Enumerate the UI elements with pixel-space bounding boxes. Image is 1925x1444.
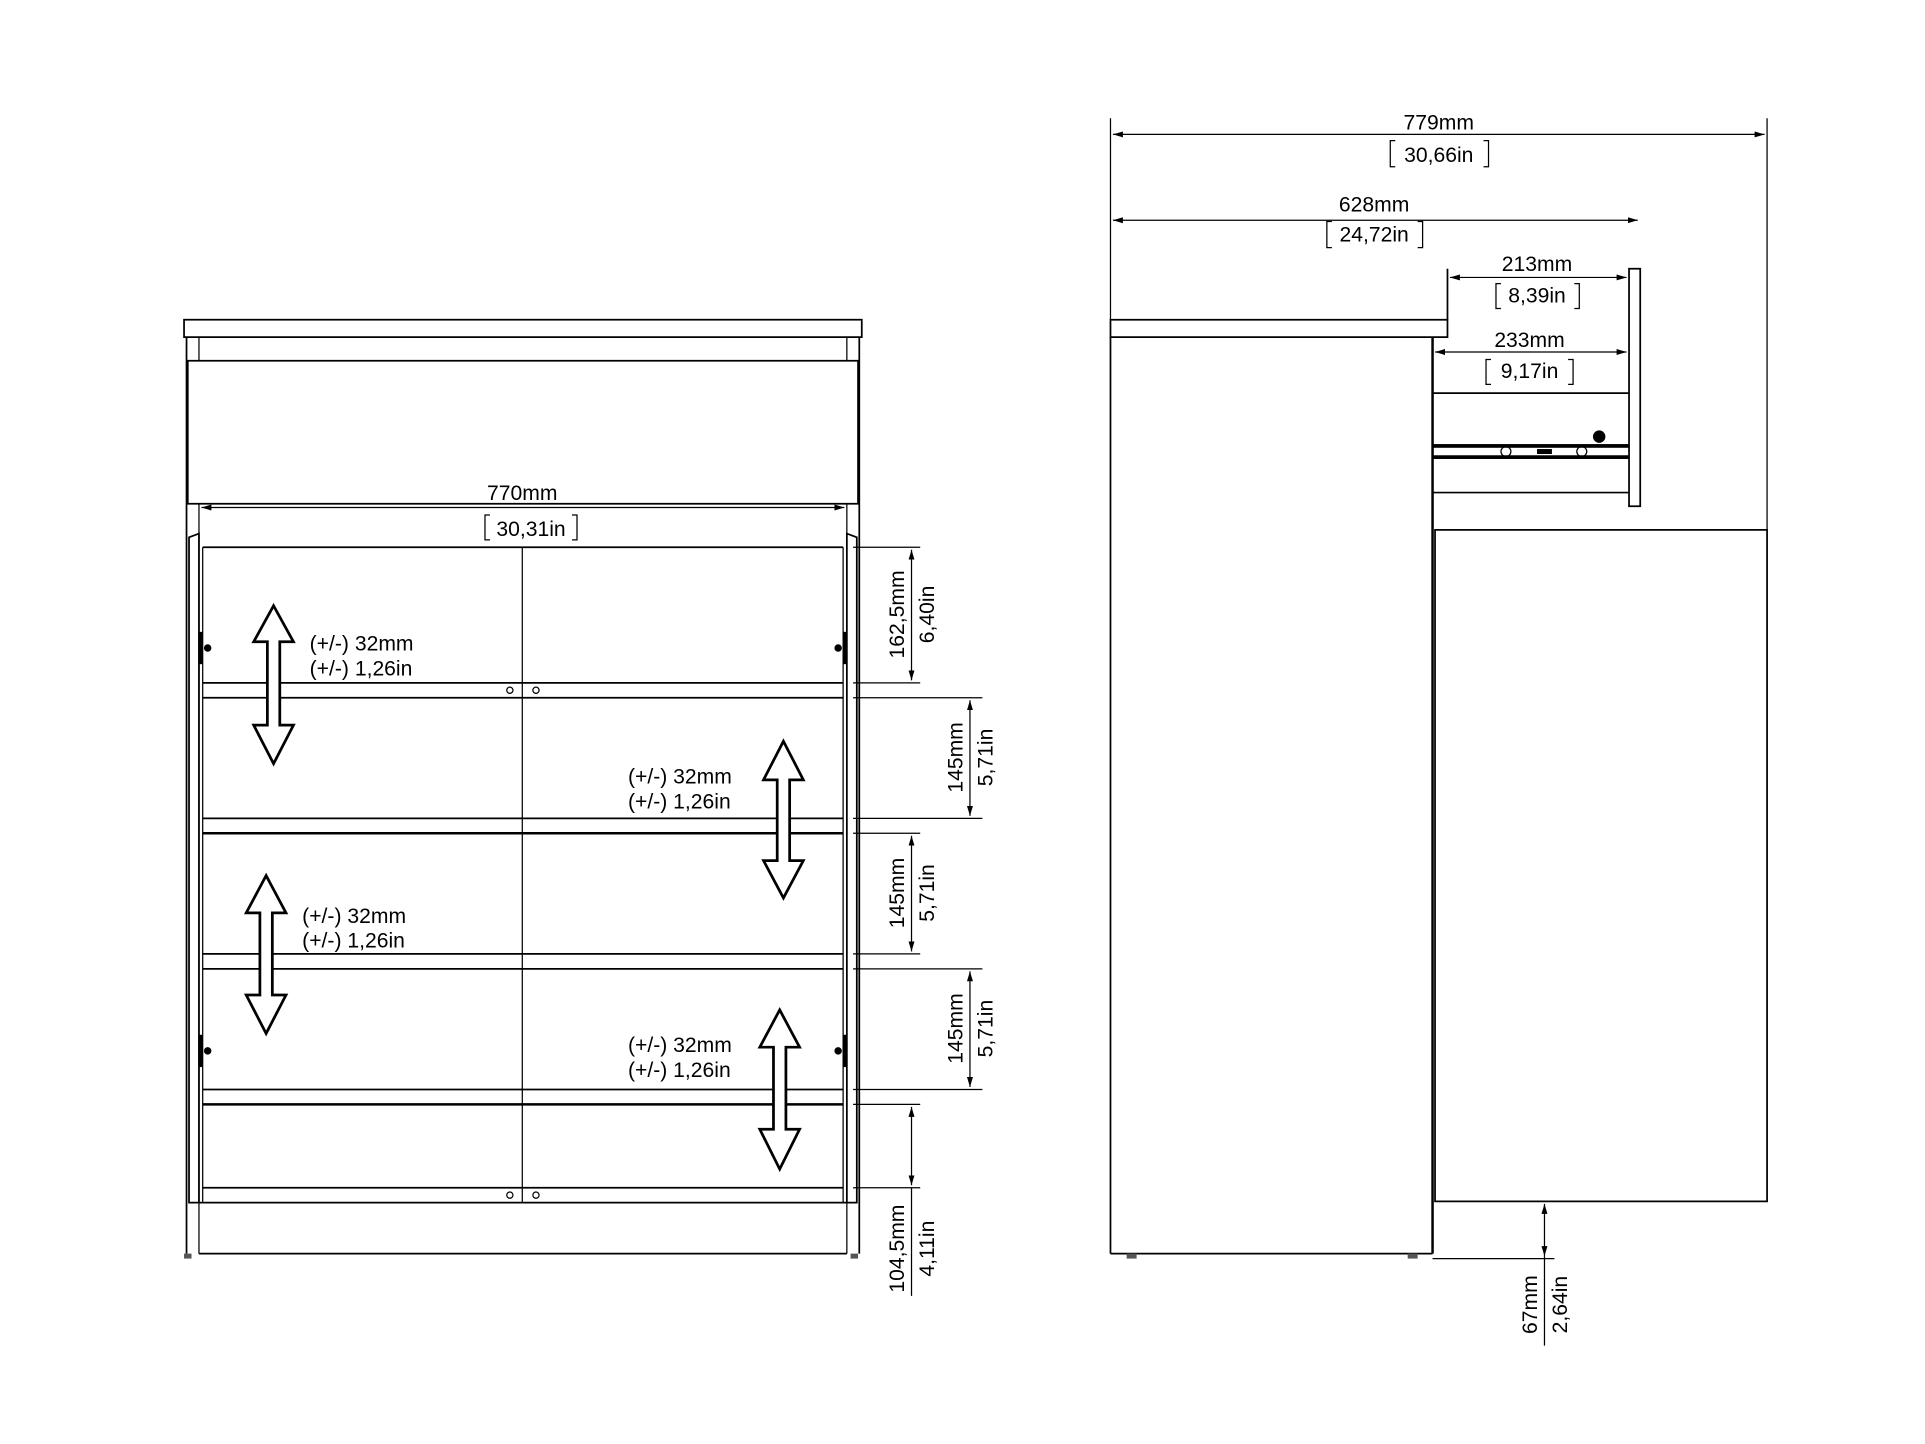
screw-icon: [1592, 430, 1606, 443]
drawer-front: [186, 359, 859, 505]
drawer-ext-in: 9,17in: [1501, 360, 1559, 383]
dim-in: 5,71in: [916, 864, 939, 922]
hinge-icon: [198, 631, 212, 665]
adjust-label-in: (+/-) 1,26in: [310, 657, 413, 680]
dim-mm: 145mm: [945, 722, 968, 792]
side-view: 779mm 30,66in 628mm 24,72in 213mm 8,39in…: [1109, 111, 1768, 1346]
pin-hole: [506, 686, 514, 695]
dim-mm: 162,5mm: [886, 570, 909, 658]
top-depth-in: 24,72in: [1339, 223, 1408, 246]
top-depth-mm: 628mm: [1339, 194, 1409, 217]
dim-in: 5,71in: [974, 729, 997, 787]
dim-mm: 145mm: [945, 993, 968, 1063]
pin-hole: [506, 1191, 514, 1199]
foot: [1126, 1253, 1137, 1259]
drawer-ext-mm: 233mm: [1494, 329, 1564, 352]
door-gap-in: 2,64in: [1549, 1276, 1572, 1334]
drawer-front-side: [1628, 267, 1642, 508]
adjust-label-in: (+/-) 1,26in: [628, 790, 731, 813]
shelf: [202, 1088, 844, 1106]
hinge-icon: [834, 631, 847, 665]
shelf: [202, 817, 844, 835]
double-arrow-icon: [243, 872, 289, 1037]
shelf: [202, 681, 844, 699]
door-gap-mm: 67mm: [1519, 1275, 1542, 1334]
left-door-edge: [188, 532, 200, 1204]
foot: [184, 1253, 192, 1259]
front-view: 770mm 30,31in (+/-) 32mm (+/-) 1,26in (+…: [183, 318, 997, 1296]
side-door: [1434, 529, 1768, 1203]
width-in: 30,31in: [496, 518, 565, 541]
foot: [850, 1253, 859, 1259]
side-top: [1109, 318, 1449, 338]
double-arrow-icon: [251, 602, 296, 767]
adjust-label-mm: (+/-) 32mm: [628, 1034, 732, 1057]
adjust-label-in: (+/-) 1,26in: [302, 930, 405, 953]
bottom-board: [198, 1186, 847, 1204]
dim-mm: 104,5mm: [886, 1205, 909, 1293]
adjust-label-mm: (+/-) 32mm: [628, 766, 732, 789]
width-mm: 770mm: [487, 482, 557, 505]
dim-in: 6,40in: [916, 586, 939, 644]
dim-in: 5,71in: [974, 1000, 997, 1058]
pin-hole: [532, 686, 540, 695]
hinge-icon: [198, 1034, 212, 1068]
total-depth-in: 30,66in: [1404, 144, 1473, 167]
height-dimension: 145mm 5,71in: [853, 697, 997, 819]
foot: [1407, 1253, 1418, 1259]
height-dimension: 145mm 5,71in: [853, 832, 939, 955]
adjust-label-mm: (+/-) 32mm: [310, 632, 414, 655]
adjust-label-in: (+/-) 1,26in: [628, 1059, 731, 1082]
height-dimension: 104,5mm 4,11in: [853, 1103, 939, 1296]
pin-hole: [532, 1191, 540, 1199]
shelf: [202, 953, 844, 970]
dim-mm: 145mm: [886, 858, 909, 928]
top-board: [183, 318, 863, 338]
right-door-edge: [845, 532, 858, 1204]
hinge-icon: [834, 1034, 847, 1068]
double-arrow-icon: [761, 738, 806, 901]
total-depth-mm: 779mm: [1404, 111, 1474, 134]
drawer-ext-top-in: 8,39in: [1508, 284, 1566, 307]
dim-in: 4,11in: [916, 1221, 939, 1277]
drawer-ext-top-mm: 213mm: [1502, 253, 1572, 276]
drawer-runner: [1432, 430, 1630, 459]
adjust-label-mm: (+/-) 32mm: [302, 905, 406, 928]
height-dimension: 162,5mm 6,40in: [853, 546, 939, 684]
height-dimension: 145mm 5,71in: [853, 968, 997, 1091]
double-arrow-icon: [757, 1006, 802, 1173]
